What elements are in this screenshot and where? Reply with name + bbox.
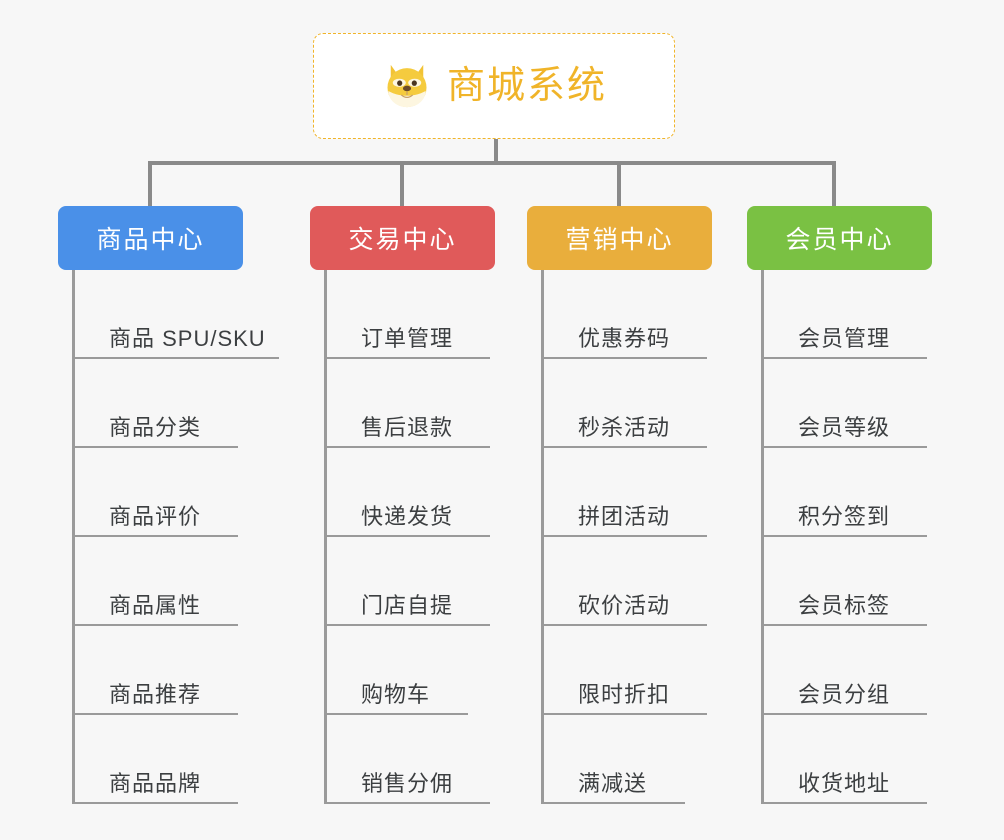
leaf-item-underline xyxy=(75,446,238,448)
connector-drop-trade-center xyxy=(400,161,404,208)
column-product-center: 商品中心商品 SPU/SKU 商品分类商品评价商品属性商品推荐商品品牌 xyxy=(58,206,279,804)
leaf-list-marketing-center: 优惠券码秒杀活动拼团活动砍价活动限时折扣满减送 xyxy=(541,270,712,804)
leaf-item-label: 商品属性 xyxy=(109,593,202,618)
leaf-item-underline xyxy=(764,624,927,626)
leaf-item-underline xyxy=(75,535,238,537)
leaf-item[interactable]: 收货地址 xyxy=(764,715,932,804)
leaf-item-underline xyxy=(764,713,927,715)
leaf-item[interactable]: 商品品牌 xyxy=(75,715,243,804)
column-marketing-center: 营销中心优惠券码秒杀活动拼团活动砍价活动限时折扣满减送 xyxy=(527,206,712,804)
root-title: 商城系统 xyxy=(446,65,607,107)
leaf-item-label: 限时折扣 xyxy=(578,682,671,707)
leaf-item[interactable]: 快递发货 xyxy=(327,448,495,537)
category-box-trade-center[interactable]: 交易中心 xyxy=(310,206,495,270)
leaf-item-label: 购物车 xyxy=(361,682,431,707)
leaf-item-label: 会员管理 xyxy=(798,326,891,351)
leaf-item-underline xyxy=(764,357,927,359)
leaf-item[interactable]: 商品 SPU/SKU xyxy=(75,270,279,359)
column-trade-center: 交易中心订单管理售后退款快递发货门店自提购物车销售分佣 xyxy=(310,206,495,804)
leaf-item-underline xyxy=(764,446,927,448)
leaf-item-underline xyxy=(75,357,279,359)
leaf-item-underline xyxy=(75,713,238,715)
leaf-item-underline xyxy=(764,535,927,537)
leaf-item-label: 满减送 xyxy=(578,771,648,796)
category-box-member-center[interactable]: 会员中心 xyxy=(747,206,932,270)
connector-stem xyxy=(494,139,498,165)
leaf-item-underline xyxy=(327,446,490,448)
leaf-item-underline xyxy=(544,802,685,804)
leaf-item-label: 订单管理 xyxy=(361,326,454,351)
leaf-item-underline xyxy=(327,357,490,359)
leaf-item-label: 秒杀活动 xyxy=(578,415,671,440)
leaf-item-label: 砍价活动 xyxy=(578,593,671,618)
leaf-item-underline xyxy=(544,624,707,626)
category-label: 商品中心 xyxy=(96,226,205,254)
leaf-item-label: 会员分组 xyxy=(798,682,891,707)
leaf-item-underline xyxy=(327,624,490,626)
leaf-item-underline xyxy=(544,713,707,715)
connector-drop-product-center xyxy=(148,161,152,208)
leaf-item-label: 快递发货 xyxy=(361,504,454,529)
leaf-item[interactable]: 商品分类 xyxy=(75,359,243,448)
leaf-item-label: 会员等级 xyxy=(798,415,891,440)
leaf-item[interactable]: 积分签到 xyxy=(764,448,932,537)
leaf-item-underline xyxy=(327,802,490,804)
leaf-item-underline xyxy=(544,357,707,359)
leaf-item[interactable]: 会员分组 xyxy=(764,626,932,715)
leaf-item-label: 收货地址 xyxy=(798,771,891,796)
leaf-item-label: 积分签到 xyxy=(798,504,891,529)
leaf-item-underline xyxy=(544,535,707,537)
leaf-item[interactable]: 优惠券码 xyxy=(544,270,712,359)
column-member-center: 会员中心会员管理会员等级积分签到会员标签会员分组收货地址 xyxy=(747,206,932,804)
leaf-list-product-center: 商品 SPU/SKU 商品分类商品评价商品属性商品推荐商品品牌 xyxy=(72,270,279,804)
leaf-item[interactable]: 购物车 xyxy=(327,626,495,715)
leaf-item[interactable]: 秒杀活动 xyxy=(544,359,712,448)
leaf-list-member-center: 会员管理会员等级积分签到会员标签会员分组收货地址 xyxy=(761,270,932,804)
leaf-item-label: 商品 SPU/SKU xyxy=(109,326,266,351)
leaf-item-label: 销售分佣 xyxy=(361,771,454,796)
leaf-item[interactable]: 门店自提 xyxy=(327,537,495,626)
leaf-item-label: 会员标签 xyxy=(798,593,891,618)
leaf-item[interactable]: 商品推荐 xyxy=(75,626,243,715)
leaf-item[interactable]: 拼团活动 xyxy=(544,448,712,537)
leaf-item[interactable]: 商品评价 xyxy=(75,448,243,537)
category-box-product-center[interactable]: 商品中心 xyxy=(58,206,243,270)
root-node-card: 商城系统 xyxy=(313,33,675,139)
leaf-item-label: 商品推荐 xyxy=(109,682,202,707)
category-box-marketing-center[interactable]: 营销中心 xyxy=(527,206,712,270)
leaf-item-underline xyxy=(75,624,238,626)
leaf-item[interactable]: 售后退款 xyxy=(327,359,495,448)
leaf-item-underline xyxy=(327,713,468,715)
category-label: 营销中心 xyxy=(565,226,674,254)
leaf-item[interactable]: 满减送 xyxy=(544,715,712,804)
leaf-list-trade-center: 订单管理售后退款快递发货门店自提购物车销售分佣 xyxy=(324,270,495,804)
leaf-item[interactable]: 销售分佣 xyxy=(327,715,495,804)
connector-drop-member-center xyxy=(832,161,836,208)
leaf-item-label: 商品品牌 xyxy=(109,771,202,796)
leaf-item-label: 商品分类 xyxy=(109,415,202,440)
connector-drop-marketing-center xyxy=(617,161,621,208)
leaf-item[interactable]: 限时折扣 xyxy=(544,626,712,715)
leaf-item[interactable]: 会员标签 xyxy=(764,537,932,626)
leaf-item[interactable]: 会员等级 xyxy=(764,359,932,448)
leaf-item[interactable]: 订单管理 xyxy=(327,270,495,359)
leaf-item[interactable]: 会员管理 xyxy=(764,270,932,359)
shiba-dog-face-icon xyxy=(387,64,427,109)
leaf-item-label: 门店自提 xyxy=(361,593,454,618)
leaf-item-label: 优惠券码 xyxy=(578,326,671,351)
connector-horizontal-bar xyxy=(148,161,836,165)
leaf-item-label: 拼团活动 xyxy=(578,504,671,529)
leaf-item[interactable]: 砍价活动 xyxy=(544,537,712,626)
category-label: 会员中心 xyxy=(785,226,894,254)
leaf-item-underline xyxy=(544,446,707,448)
leaf-item-underline xyxy=(327,535,490,537)
leaf-item-label: 售后退款 xyxy=(361,415,454,440)
leaf-item[interactable]: 商品属性 xyxy=(75,537,243,626)
category-label: 交易中心 xyxy=(348,226,457,254)
leaf-item-label: 商品评价 xyxy=(109,504,202,529)
leaf-item-underline xyxy=(764,802,927,804)
leaf-item-underline xyxy=(75,802,238,804)
